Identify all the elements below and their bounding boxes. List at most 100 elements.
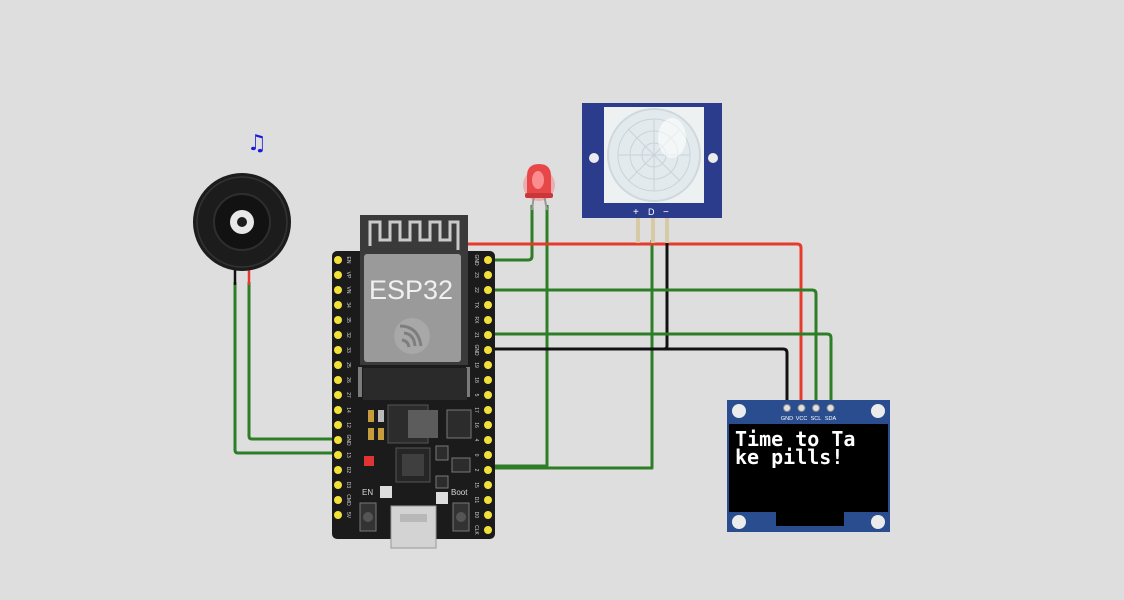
left-pin[interactable] (334, 286, 342, 294)
right-pin-label: RX (473, 317, 479, 325)
right-pin-label: D1 (473, 497, 479, 504)
red-led[interactable] (523, 164, 555, 211)
left-pin-label: EN (345, 257, 351, 264)
right-pin[interactable] (484, 271, 492, 279)
oled-pin-label: GND (781, 416, 793, 422)
right-pin-label: 17 (473, 407, 479, 413)
left-pin-label: 13 (345, 452, 351, 458)
left-pin[interactable] (334, 316, 342, 324)
right-pin-label: 18 (473, 377, 479, 383)
left-pin[interactable] (334, 376, 342, 384)
wire-pir-data[interactable] (488, 240, 654, 470)
oled-pin[interactable] (812, 404, 820, 412)
left-pin-label: 27 (345, 392, 351, 398)
en-label: EN (362, 488, 373, 497)
wire-buzzer-positive[interactable] (247, 282, 488, 441)
wire-buzzer-negative[interactable] (233, 282, 338, 455)
left-pin-label: 14 (345, 407, 351, 413)
right-pin[interactable] (484, 256, 492, 264)
left-pin-label: GND (345, 434, 351, 446)
left-pin[interactable] (334, 331, 342, 339)
right-pin[interactable] (484, 496, 492, 504)
music-note-icon: ♫ (247, 131, 267, 156)
left-pin[interactable] (334, 391, 342, 399)
right-pin[interactable] (484, 346, 492, 354)
left-pin[interactable] (334, 346, 342, 354)
right-pin-label: GND (473, 344, 479, 356)
right-pin[interactable] (484, 286, 492, 294)
oled-pin-label: SDA (825, 416, 837, 422)
right-pin[interactable] (484, 511, 492, 519)
left-pin[interactable] (334, 301, 342, 309)
right-pin[interactable] (484, 391, 492, 399)
left-pin[interactable] (334, 436, 342, 444)
en-button[interactable] (359, 502, 377, 532)
right-pin-label: 16 (473, 422, 479, 428)
wire-oled-scl[interactable] (488, 288, 818, 405)
pir-plus-label: + (633, 207, 639, 218)
boot-label: Boot (451, 488, 468, 497)
usb-port (390, 505, 437, 549)
pir-minus-label: − (663, 207, 669, 218)
left-pin[interactable] (334, 511, 342, 519)
left-pin[interactable] (334, 496, 342, 504)
right-pin[interactable] (484, 376, 492, 384)
left-pin-label: CMD (345, 494, 351, 506)
right-pin-label: CLK (473, 525, 479, 535)
left-pin-label: 26 (345, 377, 351, 383)
left-pin[interactable] (334, 421, 342, 429)
right-pin-label: 4 (473, 439, 479, 442)
left-pin-label: 34 (345, 302, 351, 308)
right-pin[interactable] (484, 421, 492, 429)
right-pin-label: 19 (473, 362, 479, 368)
oled-pin[interactable] (826, 404, 835, 412)
right-pin-label: 15 (473, 482, 479, 488)
right-pin[interactable] (484, 331, 492, 339)
left-pin-label: 5V (345, 512, 351, 519)
right-pin[interactable] (484, 406, 492, 414)
oled-pin-label: VCC (796, 416, 808, 422)
oled-pin[interactable] (783, 404, 791, 412)
boot-button[interactable] (452, 502, 470, 532)
right-pin[interactable] (484, 316, 492, 324)
right-pin-label: 22 (473, 287, 479, 293)
oled-pin[interactable] (797, 404, 806, 412)
left-pin[interactable] (334, 481, 342, 489)
left-pin[interactable] (334, 361, 342, 369)
left-pin[interactable] (334, 466, 342, 474)
esp32-chip-label: ESP32 (369, 275, 453, 305)
left-pin-label: 33 (345, 347, 351, 353)
buzzer[interactable]: ♫ (193, 131, 291, 285)
left-pin-label: VP (345, 272, 351, 279)
esp32-board[interactable]: ESP32 EN (332, 215, 495, 549)
right-pin[interactable] (484, 301, 492, 309)
left-pin-label: D2 (345, 467, 351, 474)
right-pin[interactable] (484, 436, 492, 444)
right-pin[interactable] (484, 526, 492, 534)
left-pin-label: D3 (345, 482, 351, 489)
right-pin-label: 5 (473, 394, 479, 397)
pir-sensor[interactable]: + D − (582, 103, 722, 243)
left-pin-label: 25 (345, 362, 351, 368)
right-pin[interactable] (484, 481, 492, 489)
right-pin[interactable] (484, 361, 492, 369)
right-pin[interactable] (484, 451, 492, 459)
wire-oled-sda[interactable] (488, 332, 833, 405)
left-pin-label: 32 (345, 332, 351, 338)
left-pin[interactable] (334, 406, 342, 414)
right-pin-label: GND (473, 254, 479, 266)
left-pin[interactable] (334, 451, 342, 459)
wire-led-anode[interactable] (488, 205, 534, 262)
wire-oled-gnd[interactable] (488, 347, 789, 405)
right-pin[interactable] (484, 466, 492, 474)
right-pin-label: 21 (473, 332, 479, 338)
left-pin[interactable] (334, 256, 342, 264)
right-pin-label: 2 (473, 469, 479, 472)
left-pin[interactable] (334, 271, 342, 279)
left-pin-label: VN (345, 287, 351, 294)
left-pin-label: 35 (345, 317, 351, 323)
